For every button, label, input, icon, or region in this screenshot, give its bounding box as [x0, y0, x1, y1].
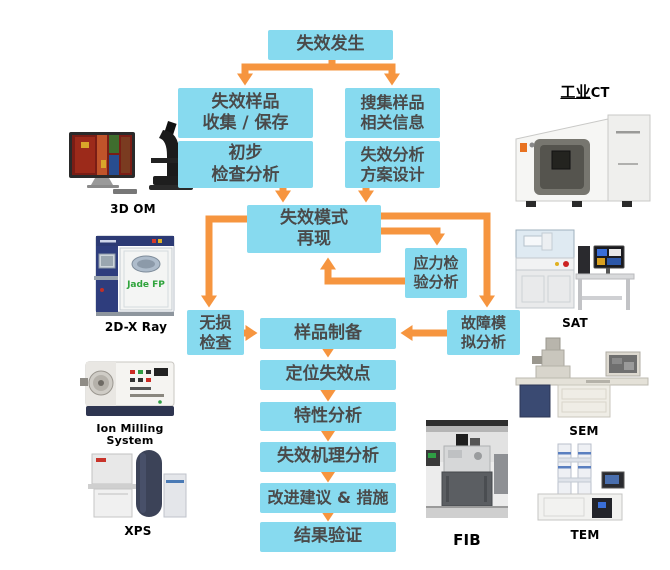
- equipment-tem: TEM: [528, 442, 642, 542]
- equipment-label-ion-milling: Ion Milling System: [96, 422, 164, 448]
- industrial-ct-label-en: CT: [590, 86, 610, 101]
- flow-box-gather-info: 搜集样品 相关信息: [345, 88, 440, 138]
- fib-image: [426, 420, 508, 518]
- equipment-label-tem: TEM: [570, 528, 600, 542]
- arrow-mode-to-stress: [381, 227, 445, 246]
- industrial-ct-image: [515, 114, 651, 208]
- xps-image: [88, 450, 187, 518]
- flow-box-result-verification: 结果验证: [260, 522, 396, 552]
- equipment-sat: SAT: [512, 226, 638, 330]
- equipment-xps: XPS: [84, 446, 192, 538]
- equipment-label-sat: SAT: [562, 316, 588, 330]
- equipment-label-sem: SEM: [569, 424, 599, 438]
- flow-box-improvement-suggestions: 改进建议 & 措施: [260, 483, 396, 513]
- flow-box-fault-simulation: 故障模 拟分析: [447, 310, 520, 355]
- tem-image: [537, 443, 625, 521]
- 3d-om-image: [69, 121, 193, 194]
- flow-box-failure-mode-reproduction: 失效模式 再现: [247, 205, 381, 253]
- equipment-2d-xray: Jade FP 2D-X Ray: [94, 232, 178, 334]
- arrow-start-to-collection: [237, 63, 335, 86]
- sat-image: [515, 229, 635, 310]
- flow-box-initial-inspection: 初步 检查分析: [178, 141, 313, 188]
- arrow-stress-feedback-to-mode: [320, 257, 405, 285]
- arrow-start-to-info: [329, 63, 400, 86]
- equipment-industrial-ct: 工业CT: [512, 84, 658, 211]
- ion-milling-image: [80, 361, 175, 416]
- equipment-3d-om: 3D OM: [66, 120, 200, 216]
- arrow-mode-to-ndt: [201, 215, 247, 308]
- flow-box-stress-test-analysis: 应力检 验分析: [405, 248, 467, 298]
- equipment-label-3d-om: 3D OM: [110, 202, 156, 216]
- equipment-label-fib: FIB: [453, 531, 481, 549]
- sem-image: [515, 337, 649, 418]
- jade-fp-text: Jade FP: [126, 280, 165, 290]
- equipment-label-industrial-ct: 工业CT: [560, 84, 609, 101]
- 2d-xray-image: Jade FP: [94, 235, 175, 316]
- equipment-fib: FIB: [426, 420, 508, 549]
- flow-box-failure-occurs: 失效发生: [268, 30, 393, 60]
- arrow-mode-to-fault-sim: [381, 212, 495, 308]
- flow-box-characteristic-analysis: 特性分析: [260, 402, 396, 431]
- equipment-ion-milling: Ion Milling System: [78, 358, 182, 447]
- flow-box-sample-collection: 失效样品 收集 / 保存: [178, 88, 313, 138]
- flow-box-nondestructive-inspection: 无损 检查: [187, 310, 244, 355]
- equipment-label-2d-xray: 2D-X Ray: [104, 320, 168, 334]
- flow-box-failure-mechanism: 失效机理分析: [260, 442, 396, 472]
- flow-box-sample-preparation: 样品制备: [260, 318, 396, 349]
- equipment-sem: SEM: [514, 336, 654, 438]
- equipment-label-xps: XPS: [124, 524, 152, 538]
- flow-box-locate-failure-point: 定位失效点: [260, 360, 396, 390]
- flow-box-analysis-plan: 失效分析 方案设计: [345, 141, 440, 188]
- industrial-ct-label-cn: 工业: [560, 83, 591, 101]
